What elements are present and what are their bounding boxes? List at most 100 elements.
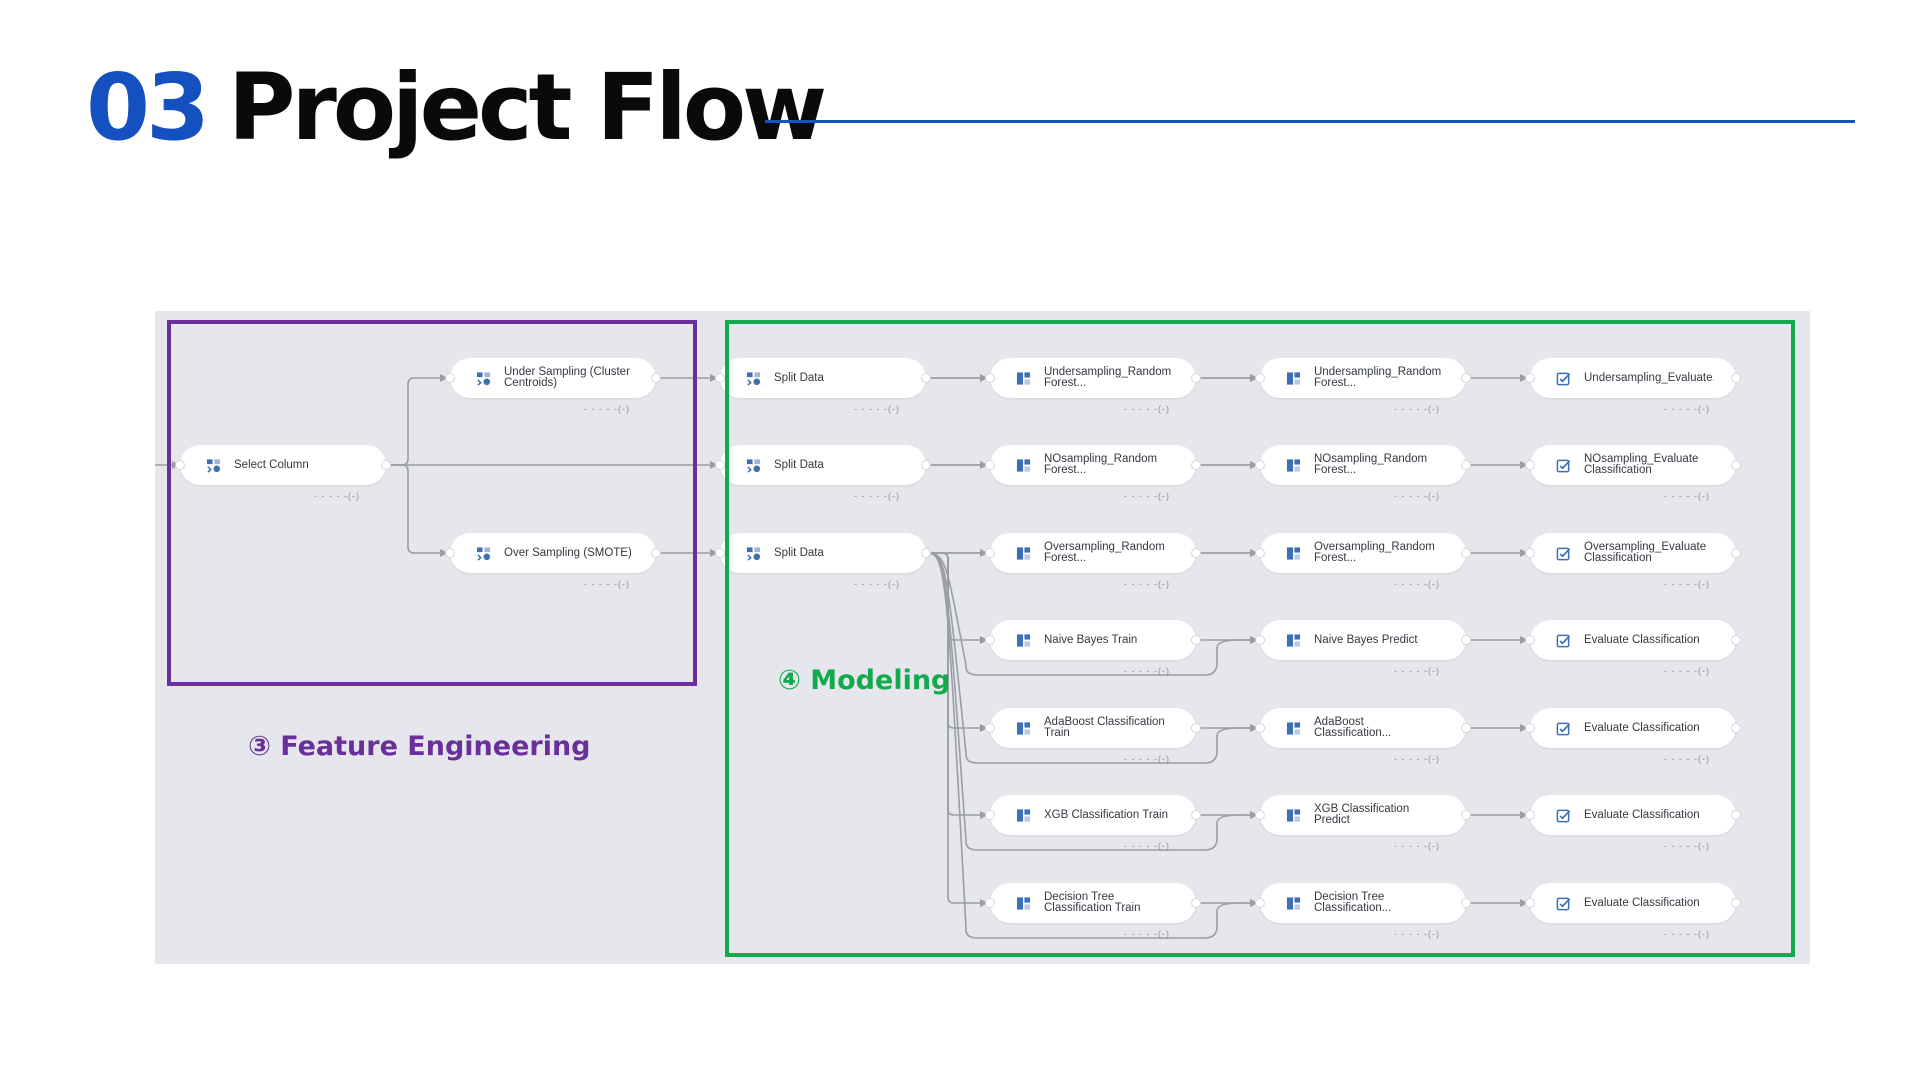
node-status: - - - - -(-) [854, 404, 900, 414]
input-port[interactable] [985, 810, 995, 820]
node-split-3[interactable]: Split Data- - - - -(-) [715, 533, 931, 589]
node-dt-train[interactable]: Decision Tree Classification Train- - - … [985, 883, 1201, 939]
node-label: Undersampling_Random Forest... [1314, 366, 1442, 389]
output-port[interactable] [1461, 548, 1471, 558]
output-port[interactable] [1191, 898, 1201, 908]
node-label: NOsampling_Evaluate Classification [1584, 453, 1699, 476]
input-port[interactable] [1525, 548, 1535, 558]
output-port[interactable] [1191, 635, 1201, 645]
output-port[interactable] [381, 460, 391, 470]
node-over-train[interactable]: Oversampling_Random Forest...- - - - -(-… [985, 533, 1201, 589]
output-port[interactable] [1461, 723, 1471, 733]
node-no-predict[interactable]: NOsampling_Random Forest...- - - - -(-) [1255, 445, 1471, 501]
output-port[interactable] [1461, 635, 1471, 645]
output-port[interactable] [1191, 723, 1201, 733]
node-status: - - - - -(-) [854, 491, 900, 501]
node-xgb-predict[interactable]: XGB Classification Predict- - - - -(-) [1255, 795, 1471, 851]
output-port[interactable] [1731, 635, 1741, 645]
output-port[interactable] [1461, 373, 1471, 383]
evaluate-icon [1556, 458, 1571, 473]
input-port[interactable] [1255, 723, 1265, 733]
node-over-eval[interactable]: Oversampling_Evaluate Classification- - … [1525, 533, 1741, 589]
node-nb-predict[interactable]: Naive Bayes Predict- - - - -(-) [1255, 620, 1471, 676]
node-label: Naive Bayes Predict [1314, 633, 1418, 646]
input-port[interactable] [985, 723, 995, 733]
input-port[interactable] [985, 460, 995, 470]
input-port[interactable] [445, 548, 455, 558]
output-port[interactable] [1191, 548, 1201, 558]
input-port[interactable] [1525, 723, 1535, 733]
input-port[interactable] [1525, 898, 1535, 908]
output-port[interactable] [1731, 548, 1741, 558]
node-label: Split Data [774, 458, 824, 471]
output-port[interactable] [1731, 898, 1741, 908]
node-nb-train[interactable]: Naive Bayes Train- - - - -(-) [985, 620, 1201, 676]
input-port[interactable] [1255, 373, 1265, 383]
section-title: Project Flow [228, 54, 827, 161]
node-ada-train[interactable]: AdaBoost Classification Train- - - - -(-… [985, 708, 1201, 764]
output-port[interactable] [1461, 460, 1471, 470]
node-split-2[interactable]: Split Data - - - - -(-) [715, 445, 931, 501]
node-ada-eval[interactable]: Evaluate Classification- - - - -(-) [1525, 708, 1741, 764]
output-port[interactable] [921, 548, 931, 558]
output-port[interactable] [921, 373, 931, 383]
input-port[interactable] [1255, 898, 1265, 908]
feature-engineering-box [167, 320, 697, 686]
node-nb-eval[interactable]: Evaluate Classification- - - - -(-) [1525, 620, 1741, 676]
input-port[interactable] [1525, 635, 1535, 645]
output-port[interactable] [921, 460, 931, 470]
input-port[interactable] [715, 373, 725, 383]
node-no-train[interactable]: NOsampling_Random Forest...- - - - -(-) [985, 445, 1201, 501]
output-port[interactable] [1731, 810, 1741, 820]
node-under-train[interactable]: Undersampling_Random Forest...- - - - -(… [985, 358, 1201, 414]
feature-engineering-label: ③ Feature Engineering [248, 731, 591, 762]
node-xgb-train[interactable]: XGB Classification Train- - - - -(-) [985, 795, 1201, 851]
input-port[interactable] [1255, 635, 1265, 645]
model-icon [1286, 371, 1301, 386]
node-label: Oversampling_Random Forest... [1044, 541, 1165, 564]
node-split-1[interactable]: Split Data- - - - -(-) [715, 358, 931, 414]
output-port[interactable] [1731, 460, 1741, 470]
node-label: AdaBoost Classification... [1314, 716, 1392, 739]
node-over-sampling[interactable]: Over Sampling (SMOTE)- - - - -(-) [445, 533, 661, 589]
node-xgb-eval[interactable]: Evaluate Classification- - - - -(-) [1525, 795, 1741, 851]
output-port[interactable] [1731, 723, 1741, 733]
node-ada-predict[interactable]: AdaBoost Classification...- - - - -(-) [1255, 708, 1471, 764]
node-over-predict[interactable]: Oversampling_Random Forest...- - - - -(-… [1255, 533, 1471, 589]
node-status: - - - - -(-) [584, 404, 630, 414]
input-port[interactable] [715, 548, 725, 558]
node-no-eval[interactable]: NOsampling_Evaluate Classification- - - … [1525, 445, 1741, 501]
output-port[interactable] [1191, 810, 1201, 820]
output-port[interactable] [651, 548, 661, 558]
input-port[interactable] [175, 460, 185, 470]
input-port[interactable] [1525, 460, 1535, 470]
input-port[interactable] [1525, 373, 1535, 383]
input-port[interactable] [1255, 810, 1265, 820]
model-icon [1016, 546, 1031, 561]
input-port[interactable] [1255, 460, 1265, 470]
input-port[interactable] [985, 898, 995, 908]
node-dt-predict[interactable]: Decision Tree Classification...- - - - -… [1255, 883, 1471, 939]
input-port[interactable] [445, 373, 455, 383]
output-port[interactable] [651, 373, 661, 383]
node-select-column[interactable]: Select Column- - - - -(-) [175, 445, 391, 501]
modeling-box [725, 320, 1795, 957]
input-port[interactable] [1255, 548, 1265, 558]
node-under-sampling[interactable]: Under Sampling (Cluster Centroids)- - - … [445, 358, 661, 414]
node-dt-eval[interactable]: Evaluate Classification- - - - -(-) [1525, 883, 1741, 939]
output-port[interactable] [1191, 460, 1201, 470]
input-port[interactable] [1525, 810, 1535, 820]
input-port[interactable] [985, 373, 995, 383]
output-port[interactable] [1461, 810, 1471, 820]
output-port[interactable] [1461, 898, 1471, 908]
node-under-predict[interactable]: Undersampling_Random Forest...- - - - -(… [1255, 358, 1471, 414]
input-port[interactable] [985, 635, 995, 645]
node-under-eval[interactable]: Undersampling_Evaluate...- - - - -(-) [1525, 358, 1741, 414]
input-port[interactable] [715, 460, 725, 470]
input-port[interactable] [985, 548, 995, 558]
output-port[interactable] [1191, 373, 1201, 383]
edge-select-column-to-over-sampling [386, 464, 448, 557]
output-port[interactable] [1731, 373, 1741, 383]
evaluate-icon [1556, 633, 1571, 648]
